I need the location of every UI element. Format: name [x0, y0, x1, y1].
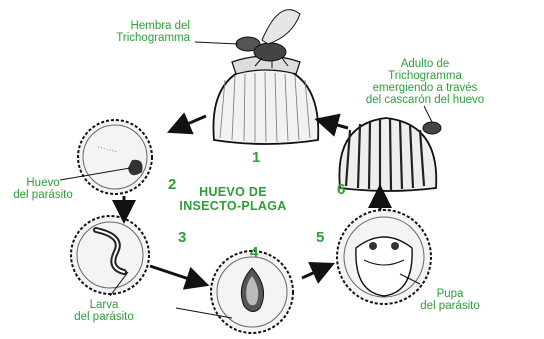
- arrow-4-to-5: [302, 268, 324, 278]
- stage-number-4: 4: [250, 245, 258, 260]
- stage-number-6: 6: [337, 182, 345, 197]
- stage-6-egg-emerging: [339, 106, 441, 191]
- stage-4-egg: [176, 251, 293, 333]
- center-title: HUEVO DE INSECTO-PLAGA: [178, 185, 288, 213]
- stage-number-3: 3: [178, 230, 186, 245]
- stage-number-1: 1: [252, 150, 260, 165]
- label-female-wasp: Hembra del Trichogramma: [90, 20, 190, 44]
- stage-3-egg: [71, 216, 149, 296]
- label-parasite-egg: Huevo del parásito: [6, 177, 80, 201]
- label-parasite-pupa: Pupa del parásito: [410, 288, 490, 312]
- stage-number-5: 5: [316, 230, 324, 245]
- arrow-6-to-1: [326, 122, 348, 128]
- stage-1-egg-with-wasp: [195, 10, 318, 144]
- arrow-1-to-2: [178, 116, 206, 128]
- label-parasite-larva: Larva del parásito: [64, 299, 144, 323]
- stage-number-2: 2: [168, 177, 176, 192]
- arrow-3-to-4: [150, 266, 198, 282]
- label-adult-emerging: Adulto de Trichogramma emergiendo a trav…: [360, 58, 490, 106]
